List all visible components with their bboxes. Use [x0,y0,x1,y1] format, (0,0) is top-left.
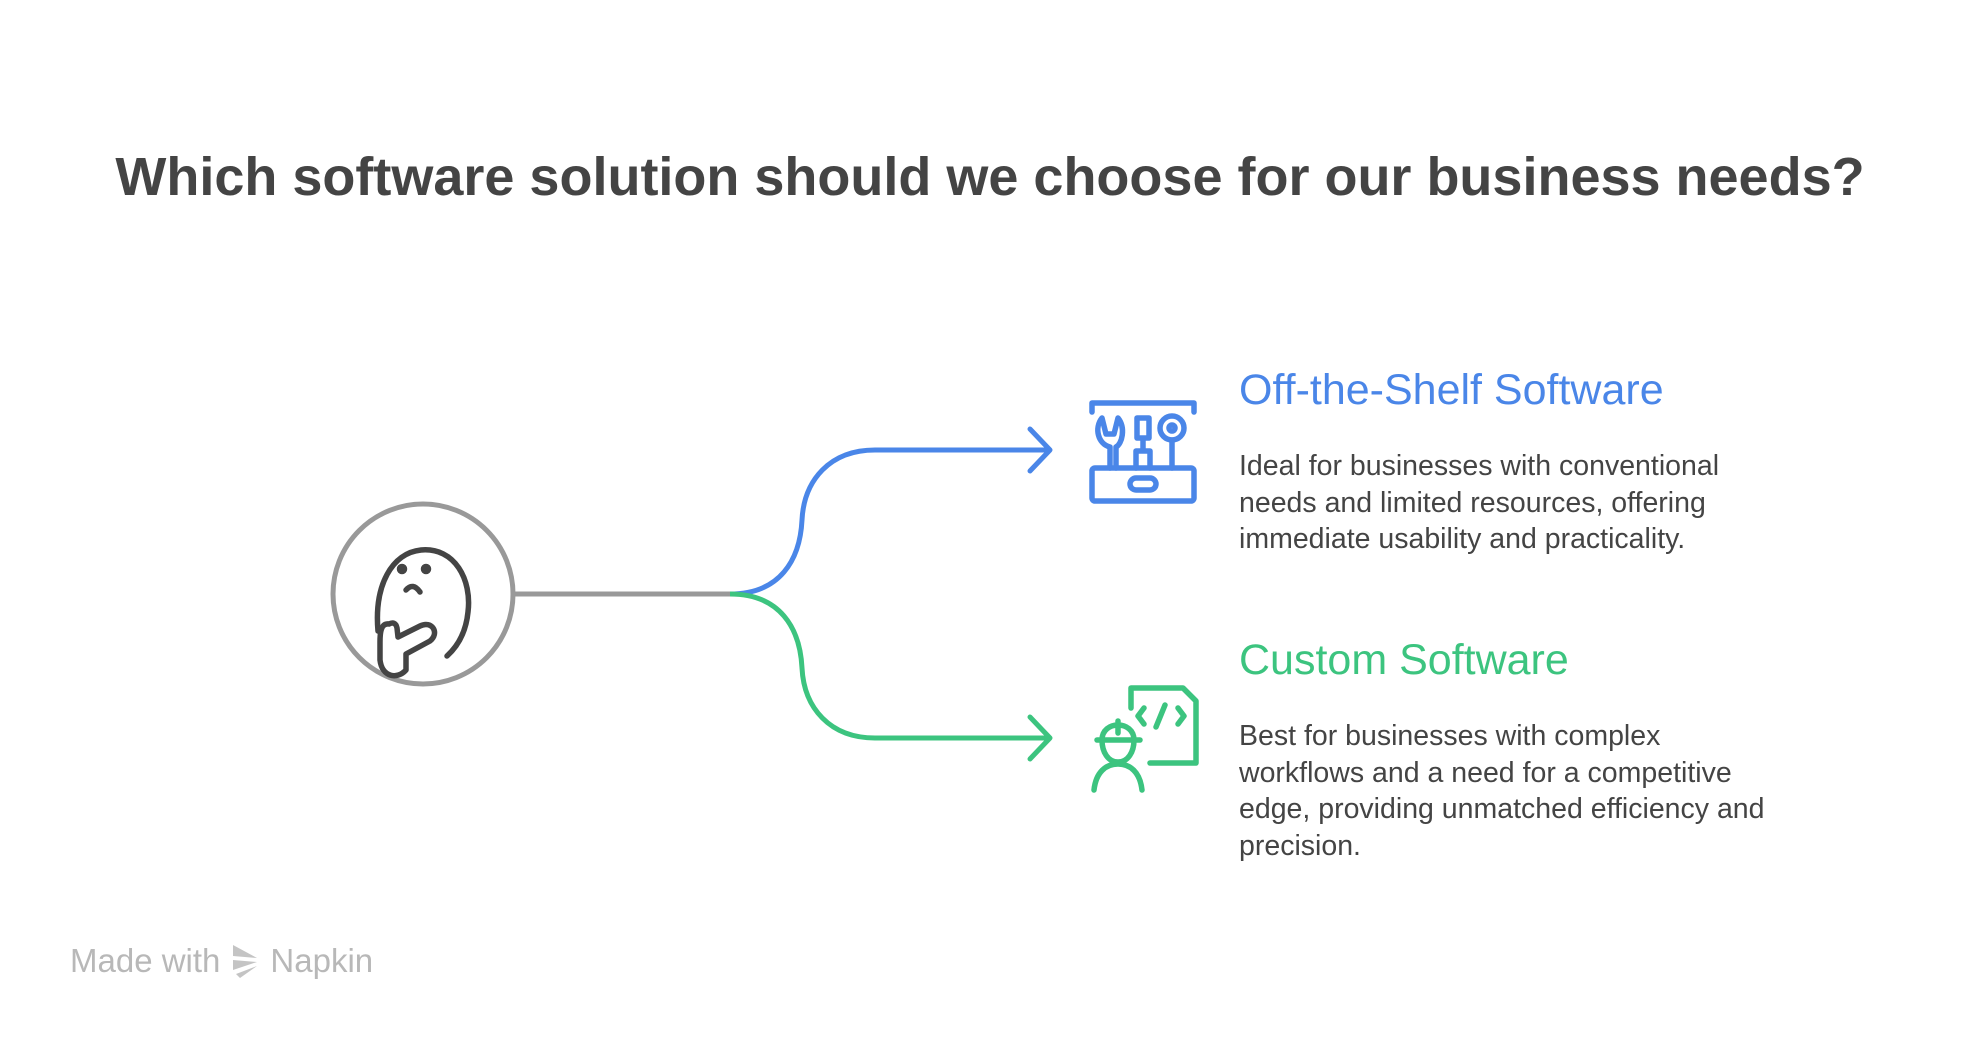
option-description-custom: Best for businesses with complex workflo… [1239,718,1765,864]
option-heading-off-the-shelf: Off-the-Shelf Software [1239,366,1664,414]
arrow-custom-icon [1027,714,1053,762]
description-line: edge, providing unmatched efficiency and [1239,793,1765,826]
description-line: precision. [1239,829,1361,862]
arrow-off-the-shelf-icon [1027,426,1053,474]
description-line: workflows and a need for a competitive [1239,756,1732,789]
page-title: Which software solution should we choose… [115,147,1865,207]
option-description-off-the-shelf: Ideal for businesses with conventional n… [1239,448,1719,558]
made-with-label: Made with [70,942,221,979]
thinking-face-icon [374,547,472,679]
napkin-brand-label: Napkin [270,942,374,979]
toolbox-icon [1089,400,1197,504]
napkin-logo-icon [233,945,258,978]
description-line: immediate usability and practicality. [1239,523,1686,556]
branch-off-the-shelf [729,447,1048,597]
description-line: Best for businesses with complex [1239,720,1661,752]
description-line: Ideal for businesses with conventional [1239,450,1720,482]
option-heading-custom: Custom Software [1239,636,1569,684]
description-line: needs and limited resources, offering [1239,486,1706,519]
developer-code-icon [1091,685,1199,793]
branch-custom [729,591,1048,741]
root-node [330,501,516,687]
made-with-napkin-badge[interactable]: Made with Napkin [70,942,373,980]
